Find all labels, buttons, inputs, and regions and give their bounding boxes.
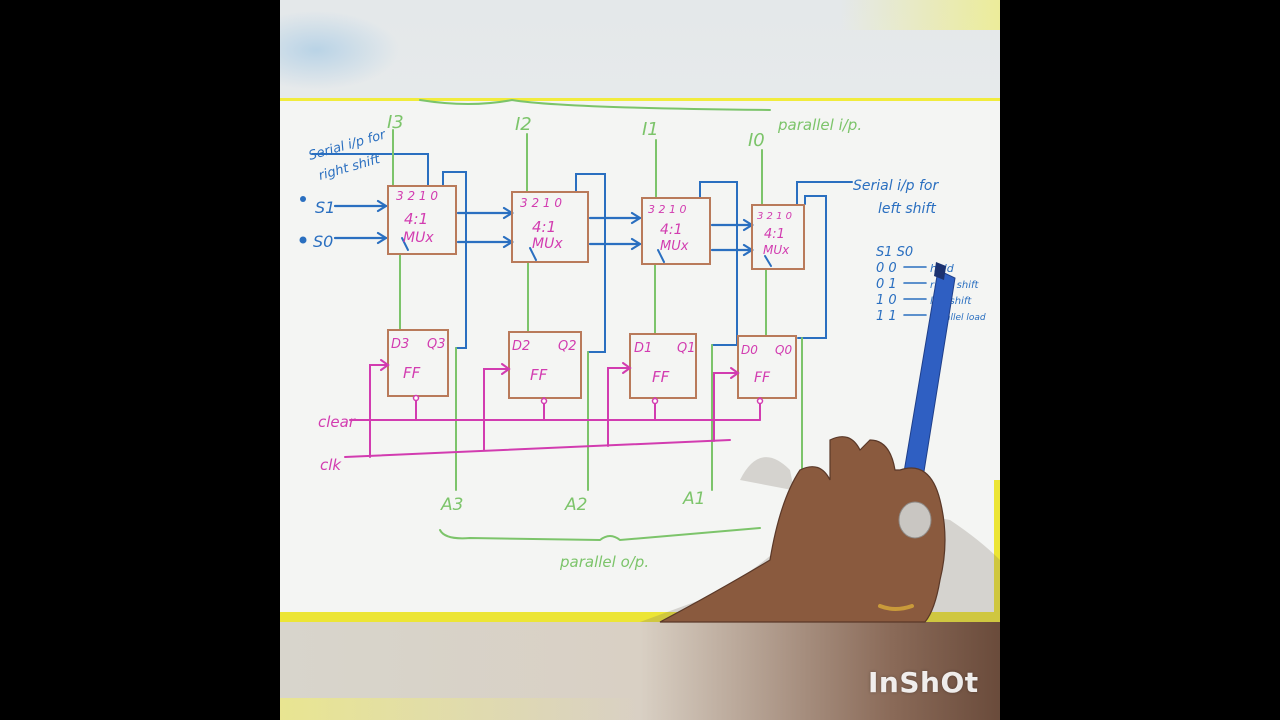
- clear-label: clear: [318, 413, 356, 431]
- flipflop-1: [629, 333, 697, 399]
- output-label-a3: A3: [440, 495, 463, 515]
- svg-text:FF: FF: [754, 370, 771, 386]
- parallel-output-label: parallel o/p.: [559, 553, 649, 571]
- mux-boxes: [387, 185, 805, 270]
- parallel-input-brace: [419, 98, 771, 111]
- paper-edge-bottom: [280, 612, 1000, 622]
- svg-text:3 2 1 0: 3 2 1 0: [396, 189, 438, 203]
- select-lines: [333, 199, 755, 257]
- svg-text:MUx: MUx: [660, 239, 689, 254]
- mux-3: [387, 185, 457, 255]
- hand-icon: [659, 436, 946, 623]
- svg-text:0 0: 0 0: [876, 261, 897, 276]
- svg-text:FF: FF: [652, 368, 670, 386]
- mux-1: [641, 197, 711, 265]
- svg-text:4:1: 4:1: [404, 210, 428, 228]
- svg-text:MUx: MUx: [532, 236, 563, 252]
- mux-labels: 3 2 1 0 4:1 MUx 3 2 1 0 4:1 MUx 3 2 1 0 …: [396, 189, 792, 257]
- s1-dot: [300, 196, 306, 202]
- svg-text:0 1: 0 1: [876, 277, 897, 292]
- svg-text:4:1: 4:1: [532, 218, 556, 236]
- svg-text:FF: FF: [403, 364, 421, 382]
- svg-text:Q3: Q3: [427, 337, 446, 352]
- mux-0: [751, 204, 805, 270]
- serial-left-label-2: left shift: [878, 201, 936, 217]
- paper-edge-right: [994, 480, 1000, 620]
- desk-surface: [280, 622, 1000, 720]
- background-yellow: [840, 0, 1000, 30]
- serial-left-label-1: Serial i/p for: [853, 178, 940, 194]
- table-header: S1 S0: [876, 245, 913, 260]
- background-blur: [280, 10, 400, 90]
- svg-text:D1: D1: [634, 341, 652, 356]
- svg-text:MUx: MUx: [403, 230, 434, 246]
- input-label-i2: I2: [515, 114, 532, 135]
- fingernail: [898, 501, 932, 539]
- table-arrows: [903, 266, 927, 316]
- svg-text:D0: D0: [741, 343, 758, 357]
- svg-text:3 2 1 0: 3 2 1 0: [520, 196, 562, 210]
- svg-text:D3: D3: [391, 337, 409, 352]
- data-lines: [392, 129, 803, 491]
- svg-text:4:1: 4:1: [660, 222, 683, 238]
- shift-wires: [311, 153, 853, 353]
- input-label-i1: I1: [642, 119, 659, 140]
- output-label-a2: A2: [564, 495, 587, 515]
- flipflop-boxes: [387, 329, 797, 399]
- svg-text:4:1: 4:1: [764, 227, 785, 242]
- select-s1-label: S1: [315, 198, 335, 217]
- flipflop-labels: D3 Q3 FF D2 Q2 FF D1 Q1 FF D0 Q0 FF: [391, 337, 792, 386]
- svg-text:3 2 1 0: 3 2 1 0: [757, 211, 792, 222]
- select-s0-label: S0: [313, 232, 333, 251]
- svg-text:right shift: right shift: [930, 280, 980, 291]
- input-label-i0: I0: [748, 130, 765, 151]
- clk-label: clk: [320, 456, 342, 474]
- parallel-input-label: parallel i/p.: [777, 116, 862, 134]
- parallel-output-brace: [439, 527, 761, 542]
- svg-text:1 1: 1 1: [876, 309, 897, 324]
- svg-text:1 0: 1 0: [876, 293, 897, 308]
- flipflop-0: [737, 335, 797, 399]
- svg-text:3 2 1 0: 3 2 1 0: [648, 203, 686, 216]
- svg-text:Q0: Q0: [775, 343, 792, 357]
- svg-text:parallel load: parallel load: [929, 313, 986, 323]
- svg-text:FF: FF: [530, 366, 548, 384]
- mux-2: [511, 191, 589, 263]
- output-label-a1: A1: [682, 489, 705, 509]
- svg-text:Q2: Q2: [558, 339, 577, 354]
- s0-dot: [299, 236, 307, 244]
- svg-text:Q1: Q1: [677, 341, 696, 356]
- svg-text:D2: D2: [512, 339, 530, 354]
- svg-text:MUx: MUx: [763, 243, 790, 257]
- input-label-i3: I3: [387, 112, 404, 133]
- inshot-watermark: InShOt: [868, 666, 979, 699]
- video-frame: [280, 0, 1000, 720]
- hand-with-pen: [640, 262, 1000, 623]
